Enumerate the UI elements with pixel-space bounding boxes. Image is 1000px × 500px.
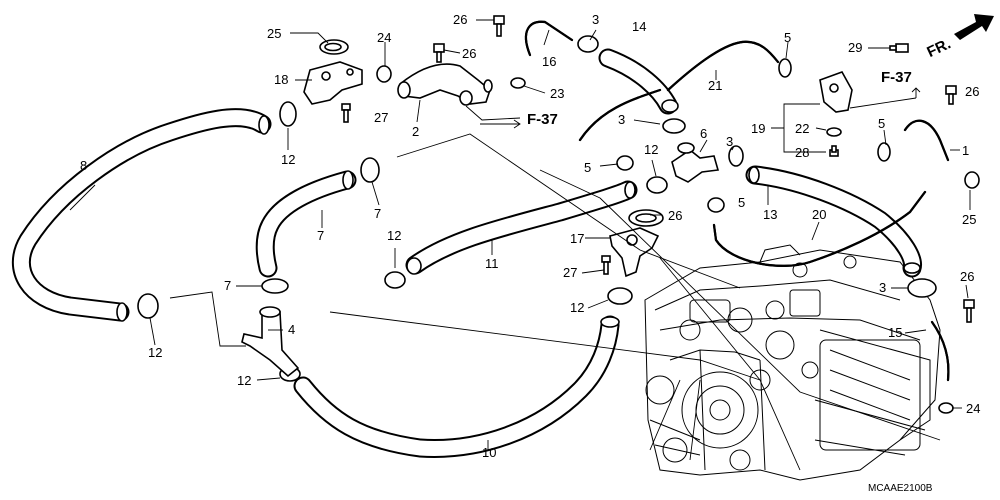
- ref-arrow-center: [480, 119, 521, 129]
- callout-14: 14: [632, 19, 646, 34]
- callout-numbers: 25 24 26 26 3 14 16 18 23 27 2 12 3 21 5…: [80, 12, 980, 460]
- hose-11: [405, 180, 638, 275]
- callout-12-b: 12: [644, 142, 658, 157]
- leader-lines: [69, 19, 971, 471]
- callout-3-b: 3: [618, 112, 625, 127]
- callout-19: 19: [751, 121, 765, 136]
- ref-label-f37-right: F-37: [881, 69, 912, 86]
- callout-20: 20: [812, 207, 826, 222]
- callout-26-d: 26: [960, 269, 974, 284]
- callout-26-b: 26: [462, 46, 476, 61]
- pipe-15: [930, 320, 950, 382]
- callout-11: 11: [485, 256, 499, 271]
- callout-26-c: 26: [965, 84, 979, 99]
- hose-10: [293, 315, 620, 458]
- callout-12-f: 12: [237, 373, 251, 388]
- callout-5-a: 5: [784, 30, 791, 45]
- callout-24-b: 25: [962, 212, 976, 227]
- callout-27-b: 27: [563, 265, 577, 280]
- callout-10: 10: [482, 445, 496, 460]
- callout-6: 6: [700, 126, 707, 141]
- callout-4: 4: [288, 322, 295, 337]
- pipe-16: [524, 20, 574, 57]
- hose-8: [255, 170, 357, 278]
- front-marker-label: FR.: [924, 35, 953, 61]
- callout-5-c: 5: [584, 160, 591, 175]
- ref-arrow-right: [911, 87, 921, 98]
- callout-7-a: 7: [374, 206, 381, 221]
- small-parts: [137, 15, 980, 414]
- callout-16: 16: [542, 54, 556, 69]
- figure-code: MCAAE2100B: [868, 483, 933, 494]
- hose-21: [578, 40, 780, 142]
- callout-23-b: 24: [966, 401, 980, 416]
- callout-12-e: 12: [148, 345, 162, 360]
- pipe-20: [712, 190, 927, 267]
- callout-7-b: 7: [224, 278, 231, 293]
- callout-13: 13: [763, 207, 777, 222]
- front-arrow-icon: [954, 14, 994, 40]
- hose-9: [11, 108, 272, 322]
- callout-12-c: 12: [570, 300, 584, 315]
- callout-24-a: 24: [377, 30, 391, 45]
- callout-27-a: 27: [374, 110, 388, 125]
- callout-1: 1: [962, 143, 969, 158]
- callout-3-d: 3: [879, 280, 886, 295]
- callout-5-d: 5: [738, 195, 745, 210]
- callout-12-d: 12: [387, 228, 401, 243]
- callout-15: 15: [888, 325, 902, 340]
- callout-25-a: 25: [267, 26, 281, 41]
- callout-26-a: 26: [453, 12, 467, 27]
- hose-13: [745, 165, 922, 278]
- callout-29: 29: [848, 40, 862, 55]
- callout-22: 22: [795, 121, 809, 136]
- callout-3-c: 3: [726, 134, 733, 149]
- callout-8: 7: [317, 228, 324, 243]
- ref-label-f37-center: F-37: [527, 111, 558, 128]
- callout-5-b: 5: [878, 116, 885, 131]
- callout-3-a: 3: [592, 12, 599, 27]
- engine-block: [644, 244, 941, 481]
- callout-9: 8: [80, 158, 87, 173]
- callout-23-a: 23: [550, 86, 564, 101]
- callout-25-b: 26: [668, 208, 682, 223]
- callout-28: 28: [795, 145, 809, 160]
- callout-12-a: 12: [281, 152, 295, 167]
- callout-17: 17: [570, 231, 584, 246]
- pipe-1: [903, 119, 950, 162]
- callout-18: 18: [274, 72, 288, 87]
- callout-21: 21: [708, 78, 722, 93]
- callout-2: 2: [412, 124, 419, 139]
